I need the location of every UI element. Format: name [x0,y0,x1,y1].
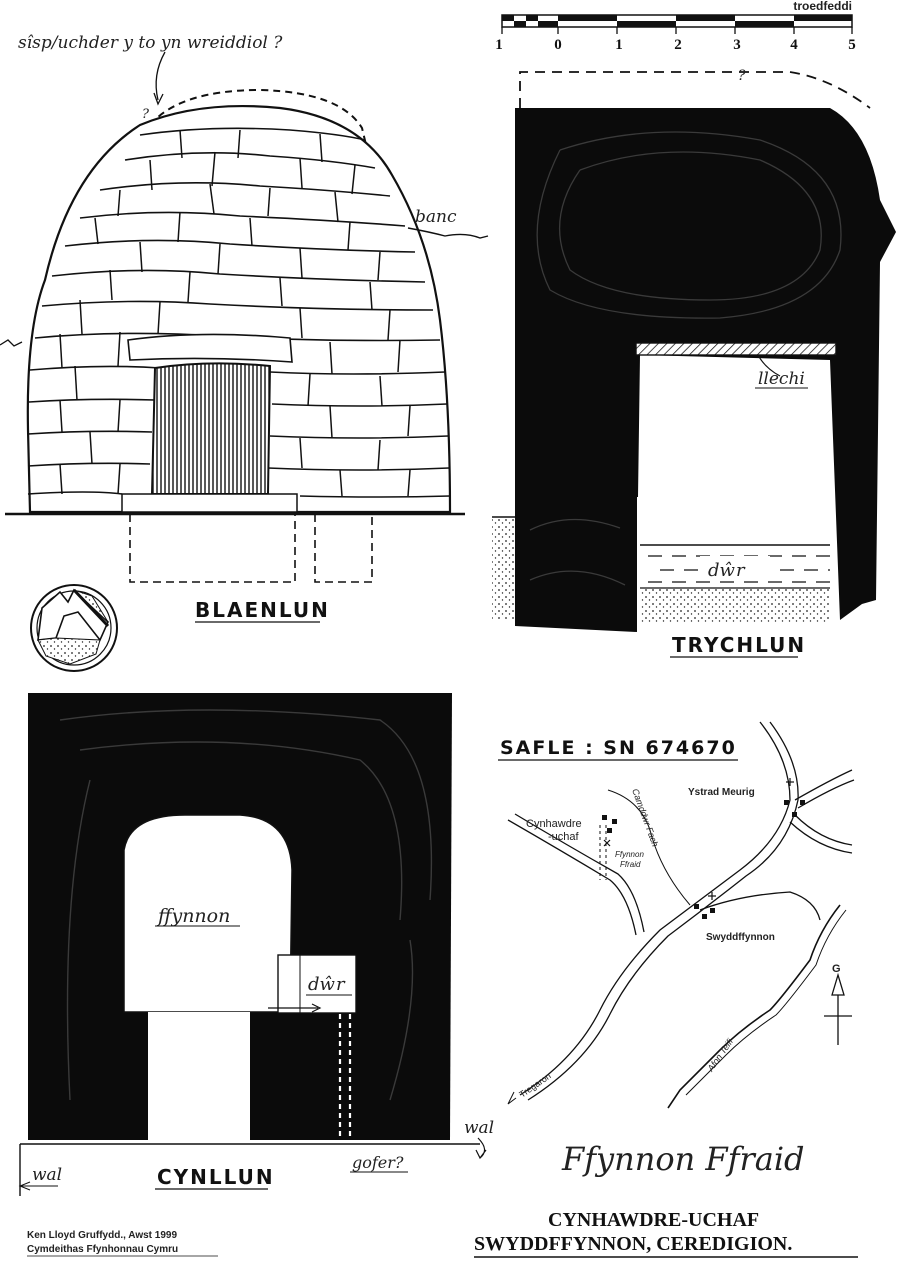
location-line2: SWYDDFFYNNON, CEREDIGION. [474,1233,792,1255]
elevation-title: BLAENLUN [195,598,330,622]
place-cynhawdre-line1: Cynhawdre [526,818,582,830]
stream-label: Camddwr Fach [630,787,660,848]
place-well-line1: Ffynnon [615,850,644,859]
location-map: SAFLE : SN 674670 Ystrad Meurig [498,721,855,1109]
well-name-title: Ffynnon Ffraid [561,1140,805,1178]
north-label: G [832,963,841,975]
plan-water-label: dŵr [308,974,346,995]
river-label: Afon Teifi [705,1036,736,1074]
roof-note: sîsp/uchder y to yn wreiddiol ? [18,33,283,53]
plan-title: CYNLLUN [157,1165,275,1189]
culvert-label: gofer? [352,1153,404,1172]
site-reference: SAFLE : SN 674670 [500,737,737,759]
credit-author: Ken Lloyd Gruffydd., Awst 1999 [27,1230,177,1241]
north-arrow-icon [824,972,852,1045]
slates-label: llechi [758,369,805,389]
wall-left-label: wal [32,1165,62,1185]
scale-tick-label: 2 [674,37,682,53]
place-swyddffynnon: Swyddffynnon [706,932,775,943]
scale-tick-label: 1 [615,37,623,53]
place-ystrad-meurig: Ystrad Meurig [688,787,755,798]
place-cynhawdre-line2: -uchaf [548,831,580,843]
section-title: TRYCHLUN [672,633,806,657]
bank-label: banc [415,207,457,227]
credit-society: Cymdeithas Ffynhonnau Cymru [27,1244,178,1255]
section-roof-query: ? [738,68,746,84]
scale-tick-label: 3 [733,37,741,53]
well-chamber-label: ffynnon [156,905,230,927]
wall-right-label: wal [464,1118,494,1138]
orientation-disc-icon [30,584,118,672]
scale-tick-label: 5 [848,37,856,53]
location-line1: CYNHAWDRE-UCHAF [548,1209,759,1231]
elevation-drawing: sîsp/uchder y to yn wreiddiol ? ? [0,33,489,672]
title-block: Ffynnon Ffraid CYNHAWDRE-UCHAF SWYDDFFYN… [27,1140,858,1258]
scale-tick-label: 4 [790,37,798,53]
scale-bar: troedfeddi 1 0 1 2 3 4 5 [495,0,856,53]
scale-tick-label: 1 [495,37,503,53]
roof-query-mark: ? [142,107,150,122]
plan-drawing: dŵr ffynnon wal wal gofer? CYNLLUN [18,693,494,1196]
section-water-label: dŵr [708,560,746,581]
section-drawing: ? llechi dŵr TRYCHLUN [492,68,896,658]
scale-tick-label: 0 [554,37,562,53]
place-well-line2: Ffraid [620,860,641,869]
scale-unit-label: troedfeddi [793,0,852,13]
